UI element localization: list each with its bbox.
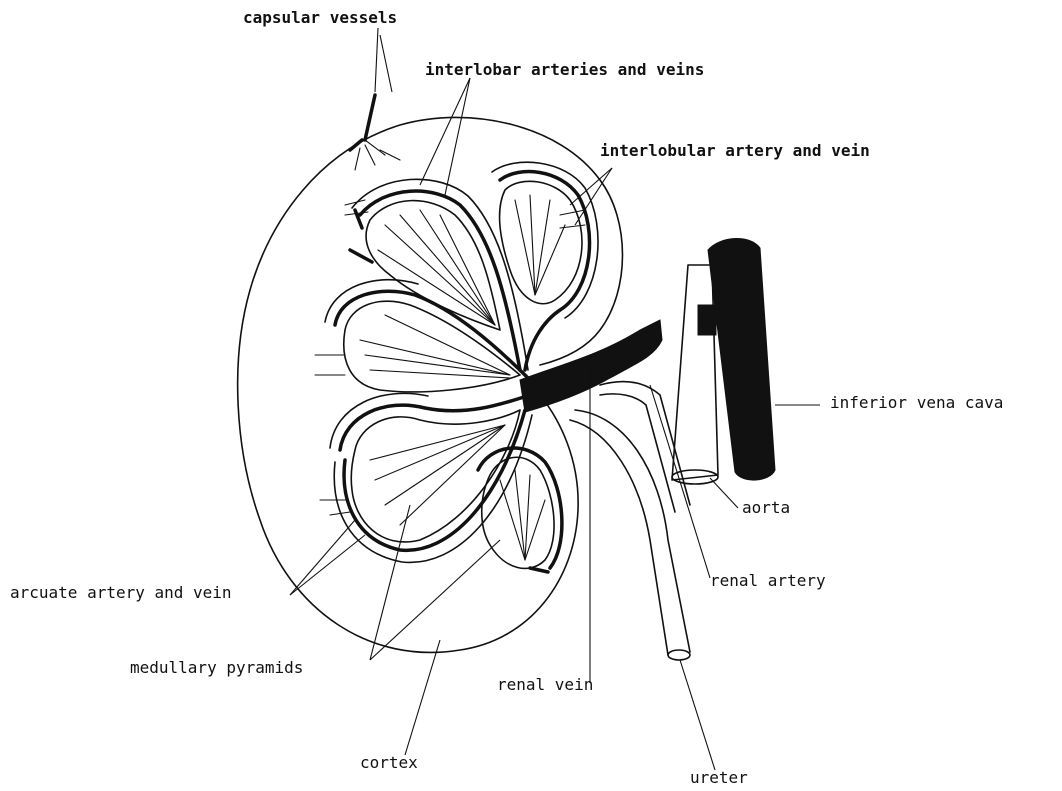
ureter-end: [668, 650, 690, 660]
label-arcuate-artery-and-vein: arcuate artery and vein: [10, 585, 232, 601]
label-medullary-pyramids: medullary pyramids: [130, 660, 303, 676]
capsular-vessels-drawing: [350, 95, 400, 170]
label-renal-vein: renal vein: [497, 677, 593, 693]
inferior-vena-cava-shape: [708, 238, 775, 480]
renal-vein-trunk: [520, 320, 662, 412]
label-interlobar-arteries-and-veins: interlobar arteries and veins: [425, 62, 704, 78]
renal-artery-path: [600, 382, 690, 505]
aorta-shape: [672, 265, 718, 480]
label-ureter: ureter: [690, 770, 748, 786]
label-interlobular-artery-and-vein: interlobular artery and vein: [600, 143, 870, 159]
label-cortex: cortex: [360, 755, 418, 771]
ureter-path: [570, 420, 668, 655]
label-capsular-vessels: capsular vessels: [243, 10, 397, 26]
pyramid-2: [500, 181, 582, 303]
label-renal-artery: renal artery: [710, 573, 826, 589]
label-inferior-vena-cava: inferior vena cava: [830, 395, 1003, 411]
label-aorta: aorta: [742, 500, 790, 516]
